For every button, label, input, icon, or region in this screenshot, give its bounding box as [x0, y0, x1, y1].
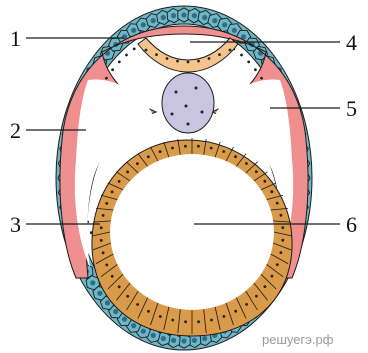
label-6: 6	[346, 212, 357, 237]
neural-nucleus	[166, 57, 169, 60]
label-4: 4	[346, 30, 357, 55]
endoderm-nucleus	[222, 150, 225, 153]
neural-nucleus	[218, 53, 221, 56]
endoderm-nucleus	[171, 319, 174, 322]
endoderm-nucleus	[280, 251, 283, 254]
endoderm-nucleus	[184, 145, 187, 148]
neural-nucleus	[229, 49, 232, 52]
endoderm-nucleus	[136, 162, 139, 165]
endoderm-nucleus	[280, 214, 283, 217]
endoderm-nucleus	[102, 214, 105, 217]
mesoderm-nucleus	[105, 77, 108, 80]
mesoderm-nucleus	[133, 48, 136, 51]
endoderm-nucleus	[111, 191, 114, 194]
mesoderm-nucleus	[260, 77, 263, 80]
endoderm-nucleus	[276, 263, 279, 266]
mesoderm-nucleus	[118, 61, 121, 64]
notochord-nucleus	[171, 113, 174, 116]
endoderm-nucleus	[245, 303, 248, 306]
endoderm-nucleus	[271, 275, 274, 278]
notochord-nucleus	[201, 111, 204, 114]
endoderm-nucleus	[255, 295, 258, 298]
endoderm-nucleus	[102, 251, 105, 254]
neural-nucleus	[145, 49, 148, 52]
mesoderm-nucleus	[111, 68, 114, 71]
endoderm-nucleus	[197, 320, 200, 323]
endoderm-nucleus	[171, 147, 174, 150]
endoderm-nucleus	[234, 155, 237, 158]
endoderm-nucleus	[136, 303, 139, 306]
neural-nucleus	[208, 57, 211, 60]
endoderm-nucleus	[105, 264, 108, 267]
neural-nucleus	[197, 60, 200, 63]
label-5: 5	[346, 96, 357, 121]
endoderm-nucleus	[184, 320, 187, 323]
mesoderm-nucleus	[247, 61, 250, 64]
endoderm-nucleus	[118, 180, 121, 183]
endoderm-nucleus	[159, 150, 162, 153]
endoderm-nucleus	[281, 226, 284, 229]
endoderm-nucleus	[270, 190, 273, 193]
label-3: 3	[10, 212, 21, 237]
endoderm-nucleus	[147, 310, 150, 313]
endoderm-nucleus	[281, 239, 284, 242]
notochord-nucleus	[195, 87, 198, 90]
endoderm-nucleus	[264, 285, 267, 288]
endoderm-nucleus	[100, 226, 103, 229]
gut-cavity	[110, 154, 274, 310]
endoderm-nucleus	[263, 180, 266, 183]
endoderm-nucleus	[159, 315, 162, 318]
endoderm-nucleus	[118, 285, 121, 288]
mesoderm-nucleus	[254, 68, 257, 71]
neural-nucleus	[176, 60, 179, 63]
endoderm-nucleus	[111, 275, 114, 278]
notochord-nucleus	[175, 91, 178, 94]
endoderm-nucleus	[276, 202, 279, 205]
endoderm-nucleus	[210, 147, 213, 150]
notochord	[162, 73, 214, 133]
endoderm-nucleus	[210, 319, 213, 322]
label-2: 2	[10, 118, 21, 143]
endoderm-nucleus	[100, 239, 103, 242]
notochord-nucleus	[185, 105, 188, 108]
endoderm-nucleus	[147, 155, 150, 158]
mesoderm-nucleus	[240, 54, 243, 57]
endoderm-nucleus	[234, 310, 237, 313]
endoderm-nucleus	[126, 295, 129, 298]
watermark: решуегэ.рф	[262, 332, 334, 347]
endoderm-nucleus	[245, 162, 248, 165]
neural-nucleus	[155, 53, 158, 56]
endoderm-nucleus	[255, 170, 258, 173]
notochord-nucleus	[187, 123, 190, 126]
mesoderm-nucleus	[125, 54, 128, 57]
endoderm-nucleus	[105, 202, 108, 205]
endoderm-nucleus	[197, 145, 200, 148]
endoderm-nucleus	[223, 315, 226, 318]
neural-nucleus	[187, 61, 190, 64]
endoderm-nucleus	[126, 171, 129, 174]
label-1: 1	[10, 26, 21, 51]
